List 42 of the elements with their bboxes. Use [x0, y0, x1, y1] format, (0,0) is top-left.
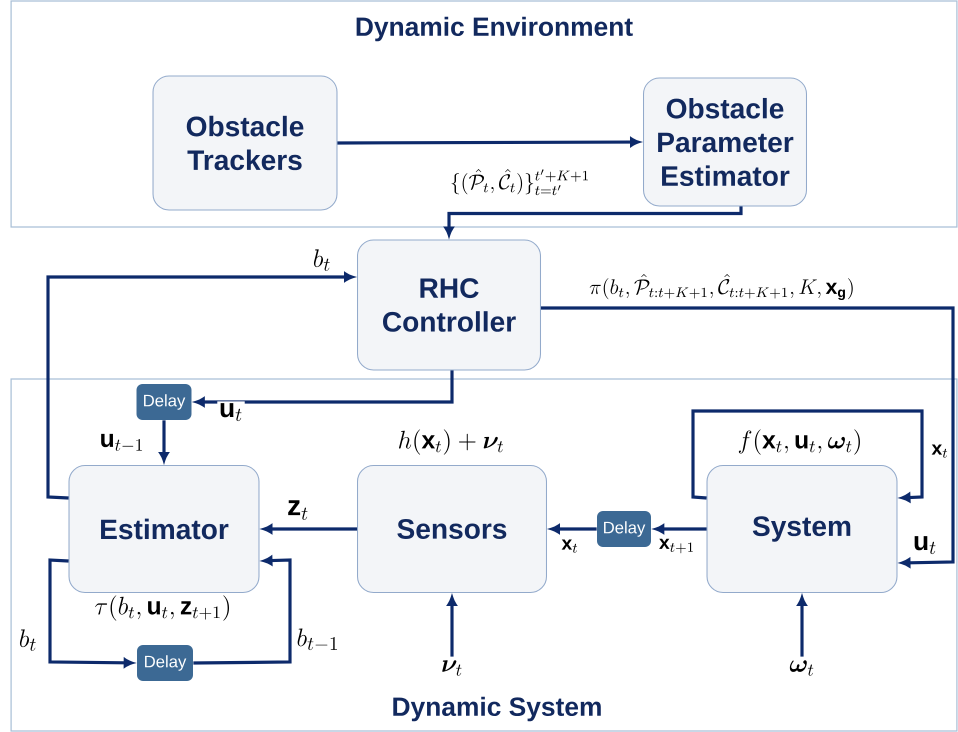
- arrow: [262, 524, 357, 534]
- edge-label: $b_t$: [311, 248, 333, 272]
- edge-label: $\mathbf{x}_t$: [930, 442, 950, 460]
- process-box: System: [706, 464, 898, 593]
- arrow: [194, 370, 454, 407]
- delay-block: Delay: [137, 645, 193, 681]
- edge-label: $\mathbf{u}_t$: [217, 401, 245, 423]
- delay-block: Delay: [136, 384, 192, 420]
- process-box: RHC Controller: [357, 239, 542, 370]
- function-label: $\tau(b_t,\mathbf{u}_t,\mathbf{z}_{t+1})$: [95, 595, 230, 621]
- arrow: [48, 558, 134, 668]
- function-label: $f(\mathbf{x}_t,\mathbf{u}_t,\boldsymbol{\omega}_t)$: [738, 429, 860, 455]
- edge-label: $\mathbf{u}_{t-1}$: [98, 432, 146, 454]
- process-box: Sensors: [357, 464, 548, 593]
- arrow: [691, 409, 924, 502]
- process-box: Estimator: [68, 464, 260, 593]
- edge-label: $\pi(b_t,\hat{\mathcal{P}}_{t:t+K+1},\hat{\mathcal{C}}_{t:t+K+1},K,\mathbf{x}_\mathbf{g})$: [587, 272, 857, 302]
- edge-label: $\{(\hat{\mathcal{P}}_t,\hat{\mathcal{C}}_t)\}_{t=t'}^{t'+K+1}$: [448, 167, 592, 197]
- arrow: [46, 272, 354, 500]
- edge-label: $\mathbf{x}_{t+1}$: [657, 536, 697, 556]
- edge-label: $\mathbf{z}_t$: [285, 498, 311, 522]
- arrow: [338, 137, 640, 147]
- panel-heading: Dynamic Environment: [356, 16, 633, 42]
- function-label: $h(\mathbf{x}_t)+\boldsymbol{\nu}_t$: [399, 429, 503, 455]
- arrow: [444, 206, 743, 236]
- signal-label: $\mathbf{u}_t$: [911, 534, 939, 556]
- edge-label: $b_{t-1}$: [294, 626, 342, 654]
- arrow: [541, 306, 955, 568]
- process-box: Obstacle Trackers: [152, 75, 338, 210]
- edge-label: $b_t$: [17, 628, 39, 652]
- process-box: Obstacle Parameter Estimator: [643, 77, 808, 206]
- edge-label: $\mathbf{x}_t$: [560, 538, 580, 554]
- arrow: [447, 596, 457, 657]
- delay-block: Delay: [597, 511, 651, 547]
- arrow: [193, 556, 292, 665]
- input-symbol: $\boldsymbol{\nu}_t$: [442, 660, 462, 676]
- arrow: [797, 596, 807, 657]
- arrow: [654, 524, 706, 534]
- arrow: [159, 420, 169, 462]
- arrow: [550, 524, 597, 534]
- input-symbol: $\boldsymbol{\omega}_t$: [790, 660, 814, 676]
- panel-heading: Dynamic System: [393, 696, 601, 722]
